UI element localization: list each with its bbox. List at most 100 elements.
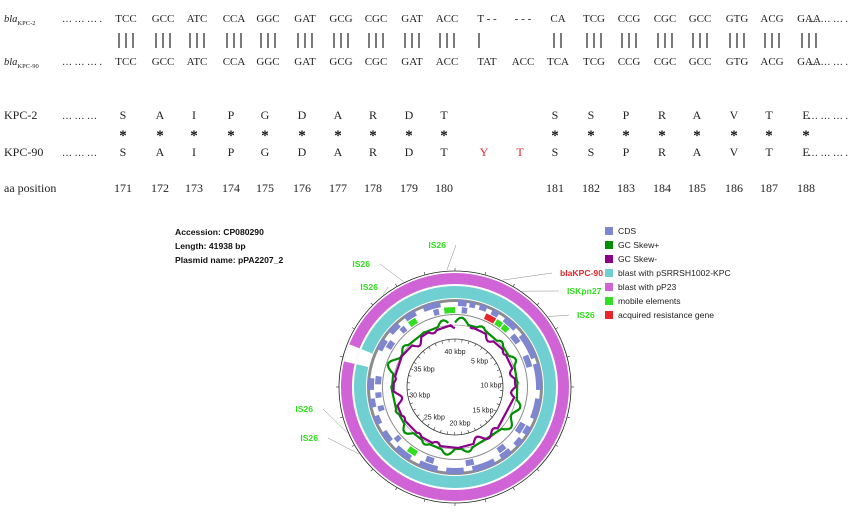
codon: CCA [223, 13, 246, 25]
annotation-leader [446, 244, 457, 271]
codon: GAT [401, 13, 423, 25]
aa-position: 181 [546, 181, 564, 195]
conservation-star: * [261, 128, 269, 144]
residue: I [192, 108, 196, 122]
residue: D [298, 145, 307, 159]
codon: CCG [618, 13, 641, 25]
scale-tick [485, 420, 488, 423]
legend-label: GC Skew+ [618, 240, 659, 250]
residue: S [588, 145, 595, 159]
mobile-element [443, 307, 455, 314]
cds-feature [425, 455, 435, 464]
aa-position: 178 [364, 181, 382, 195]
residue: G [261, 145, 270, 159]
codon: GTG [726, 56, 749, 68]
residue: A [693, 145, 702, 159]
codon: GCG [329, 13, 352, 25]
aa-position: 172 [151, 181, 169, 195]
protein-row-label: KPC-90 [4, 145, 43, 159]
residue: A [334, 108, 343, 122]
mobile-element [406, 446, 418, 457]
scale-tick [496, 369, 500, 372]
cds-feature [368, 398, 377, 409]
outer-tick [370, 302, 374, 306]
legend-swatch [605, 241, 613, 249]
scale-tick [441, 340, 443, 344]
cds-feature [502, 316, 518, 331]
legend-swatch [605, 269, 613, 277]
codon: ATC [187, 13, 208, 25]
codon: GGC [256, 56, 279, 68]
aa-position: 173 [185, 181, 203, 195]
legend-swatch [605, 283, 613, 291]
codon: ACC [436, 13, 459, 25]
outer-tick [339, 416, 344, 419]
residue: V [730, 145, 739, 159]
codon: GCC [689, 13, 712, 25]
scale-tick [412, 408, 416, 411]
outer-tick [555, 327, 559, 330]
residue: T [440, 108, 448, 122]
codon: GAT [294, 56, 316, 68]
residue: R [369, 108, 377, 122]
legend-swatch [605, 255, 613, 263]
cds-feature [499, 448, 513, 460]
residue: S [120, 108, 127, 122]
cds-feature [381, 429, 393, 443]
cds-feature [377, 404, 385, 412]
outer-tick [339, 355, 344, 358]
gene-subscript: KPC-2 [17, 20, 35, 27]
codon: - - - [515, 13, 532, 25]
codon: GCC [152, 56, 175, 68]
annotation-leader [327, 437, 360, 455]
conservation-star: * [119, 128, 127, 144]
outer-tick [351, 444, 355, 447]
residue: R [658, 108, 666, 122]
residue: A [156, 108, 165, 122]
trailing-ellipsis: … … … . [808, 57, 848, 68]
cds-feature [373, 414, 383, 426]
residue: E [802, 145, 809, 159]
residue: R [369, 145, 377, 159]
outer-tick [395, 283, 398, 287]
legend-swatch [605, 227, 613, 235]
cds-feature [399, 325, 408, 334]
annotation-label: IS26 [295, 404, 313, 414]
aa-position: 185 [688, 181, 706, 195]
conservation-star: * [369, 128, 377, 144]
protein-ellipsis: … … … [62, 148, 97, 159]
outer-tick [536, 468, 540, 472]
scale-tick [468, 341, 470, 345]
conservation-star: * [334, 128, 342, 144]
cds-feature [469, 301, 477, 309]
aa-position: 183 [617, 181, 635, 195]
scale-label: 10 kbp [480, 382, 501, 389]
outer-tick [423, 271, 426, 276]
scale-label: 5 kbp [471, 359, 488, 366]
codon: GAA [797, 13, 821, 25]
aa-position: 171 [114, 181, 132, 195]
codon: GAA [797, 56, 821, 68]
annotation-label: IS26 [428, 240, 446, 250]
scale-tick [493, 409, 497, 412]
mobile-element [494, 319, 504, 328]
scale-tick [485, 351, 488, 355]
accession-text: Accession: CP080290 [175, 227, 264, 237]
scale-tick [417, 356, 421, 359]
annotation-label: blaKPC-90 [560, 268, 603, 278]
cds-feature [457, 300, 468, 307]
annotation-label: IS26 [577, 310, 595, 320]
cds-feature [375, 392, 382, 399]
protein-trailing-ellipsis: … … … . [808, 111, 848, 122]
cds-feature [403, 310, 417, 322]
scale-tick [421, 419, 425, 422]
outer-tick [484, 271, 487, 276]
cds-feature [532, 363, 542, 391]
scale-tick [490, 356, 493, 360]
outer-tick [423, 498, 426, 503]
leading-ellipsis: … … … . [62, 14, 102, 25]
codon: CGC [365, 56, 388, 68]
codon: GAT [401, 56, 423, 68]
residue: S [588, 108, 595, 122]
